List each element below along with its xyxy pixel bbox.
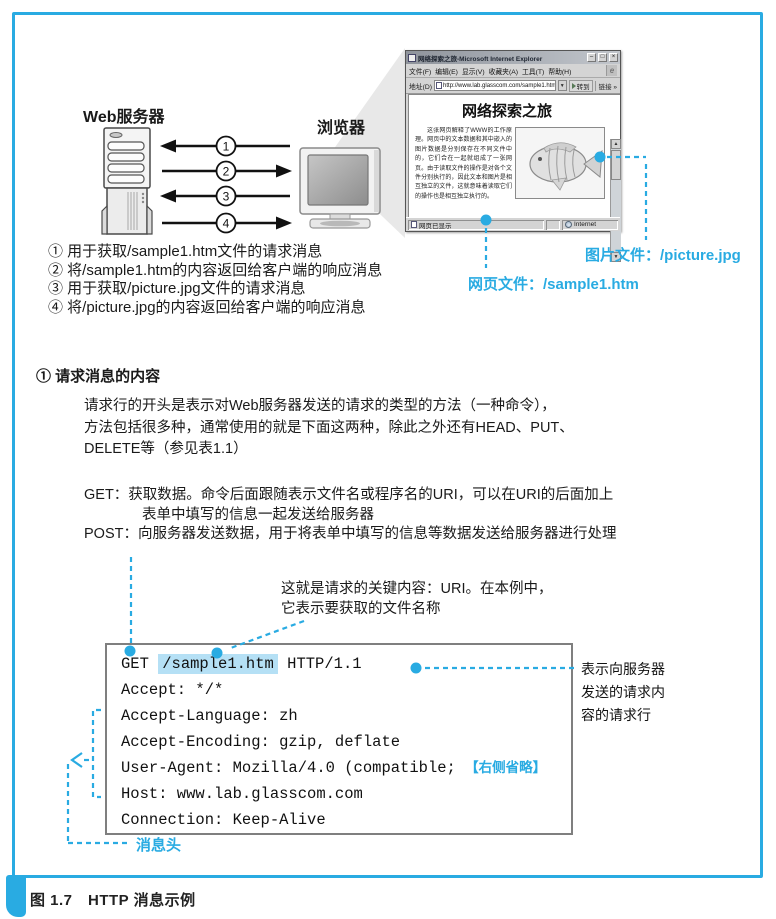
http-request-box: GET /sample1.htm HTTP/1.1 Accept: */* Ac… bbox=[105, 643, 573, 835]
go-button-label: 转到 bbox=[576, 83, 590, 91]
scrollbar-thumb[interactable] bbox=[611, 150, 621, 180]
status-zone-text: Internet bbox=[574, 221, 597, 228]
browser-monitor-icon bbox=[299, 147, 381, 229]
svg-text:4: 4 bbox=[223, 217, 230, 231]
menu-item-view[interactable]: 显示(V) bbox=[461, 68, 485, 76]
section-heading: ① 请求消息的内容 bbox=[36, 368, 161, 385]
get-post-definitions: GET：获取数据。命令后面跟随表示文件名或程序名的URI，可以在URI的后面加上… bbox=[84, 486, 616, 545]
fish-image bbox=[515, 127, 605, 199]
figure-frame bbox=[12, 12, 763, 878]
paragraph-line: 方法包括很多种，通常使用的就是下面这两种，除此之外还有HEAD、PUT、 bbox=[84, 419, 574, 436]
request-line-note-line: 容的请求行 bbox=[581, 707, 651, 723]
omitted-right-note: 【右侧省略】 bbox=[465, 760, 547, 775]
uri-note-line: 它表示要获取的文件名称 bbox=[281, 601, 441, 617]
status-spacer bbox=[546, 220, 560, 230]
arrow-3: 3 bbox=[160, 185, 290, 207]
uri-note-line: 这就是请求的关键内容：URI。在本例中， bbox=[281, 581, 553, 597]
globe-icon bbox=[565, 221, 572, 228]
menu-item-edit[interactable]: 编辑(E) bbox=[435, 68, 458, 76]
message-header-label: 消息头 bbox=[136, 837, 182, 854]
status-left-cell: 网页已显示 bbox=[408, 220, 544, 230]
page-icon bbox=[436, 82, 443, 89]
menu-item-help[interactable]: 帮助(H) bbox=[548, 68, 572, 76]
close-button[interactable]: × bbox=[609, 53, 618, 62]
http-version: HTTP/1.1 bbox=[277, 655, 362, 673]
web-server-icon bbox=[101, 127, 153, 235]
svg-text:2: 2 bbox=[223, 165, 230, 179]
paragraph-line: 请求行的开头是表示对Web服务器发送的请求的类型的方法（一种命令）， bbox=[84, 398, 556, 414]
section-paragraph: 请求行的开头是表示对Web服务器发送的请求的类型的方法（一种命令）， 方法包括很… bbox=[84, 396, 574, 461]
arrow-1: 1 bbox=[160, 135, 290, 157]
address-input[interactable]: http://www.lab.glasscom.com/sample1.htm bbox=[434, 80, 556, 91]
request-line-note-line: 发送的请求内 bbox=[581, 684, 665, 700]
get-definition-line: 表单中填写的信息一起发送给服务器 bbox=[142, 506, 374, 523]
maximize-button[interactable]: □ bbox=[598, 53, 607, 62]
step-1: ① 用于获取/sample1.htm文件的请求消息 bbox=[48, 243, 323, 260]
status-zone-cell: Internet bbox=[562, 220, 618, 230]
paragraph-line: DELETE等（参见表1.1） bbox=[84, 441, 248, 457]
header-line: Accept: */* bbox=[121, 681, 224, 699]
links-toolbar[interactable]: 链接 » bbox=[594, 80, 617, 91]
request-uri: /sample1.htm bbox=[158, 654, 278, 674]
svg-text:1: 1 bbox=[223, 140, 230, 154]
arrow-diagram: 1 2 3 4 bbox=[160, 48, 405, 238]
arrow-2: 2 bbox=[162, 160, 292, 182]
ie-menu-bar: 文件(F) 编辑(E) 显示(V) 收藏夹(A) 工具(T) 帮助(H) e bbox=[406, 64, 620, 78]
scroll-up-icon[interactable]: ▲ bbox=[611, 139, 621, 149]
status-page-icon bbox=[411, 221, 417, 228]
step-2: ② 将/sample1.htm的内容返回给客户端的响应消息 bbox=[48, 261, 383, 279]
figure-caption: 图 1.7 HTTP 消息示例 bbox=[30, 892, 196, 909]
http-method: GET bbox=[121, 655, 159, 673]
projection-beam bbox=[326, 48, 405, 238]
ie-page-content: 网络探索之旅 这张网页解释了WWW的工作原理。网页中的文本数据和其中嵌入的图片数… bbox=[408, 94, 621, 262]
step-list: ① 用于获取/sample1.htm文件的请求消息 ② 将/sample1.ht… bbox=[48, 243, 382, 317]
uri-note: 这就是请求的关键内容：URI。在本例中， 它表示要获取的文件名称 bbox=[281, 579, 552, 619]
header-line: Connection: Keep-Alive bbox=[121, 811, 326, 829]
menu-item-tools[interactable]: 工具(T) bbox=[522, 68, 545, 76]
arrow-4: 4 bbox=[162, 212, 292, 234]
request-line-note-line: 表示向服务器 bbox=[581, 661, 665, 677]
go-arrow-icon bbox=[571, 82, 576, 89]
webpage-heading: 网络探索之旅 bbox=[461, 103, 552, 120]
page-file-label: 网页文件：/sample1.htm bbox=[468, 276, 639, 293]
post-definition-line: POST：向服务器发送数据，用于将表单中填写的信息等数据发送给服务器进行处理 bbox=[84, 526, 617, 542]
step-3: ③ 用于获取/picture.jpg文件的请求消息 bbox=[48, 280, 306, 297]
caption-tab bbox=[6, 875, 26, 917]
header-line: User-Agent: Mozilla/4.0 (compatible; 【右侧… bbox=[121, 759, 547, 777]
header-line: Host: www.lab.glasscom.com bbox=[121, 785, 363, 803]
ie-window-title: 网络探索之旅-Microsoft Internet Explorer bbox=[418, 55, 543, 63]
picture-file-label: 图片文件：/picture.jpg bbox=[585, 247, 741, 264]
browser-label: 浏览器 bbox=[317, 120, 366, 137]
ie-window: 网络探索之旅-Microsoft Internet Explorer – □ ×… bbox=[405, 50, 621, 262]
menu-item-file[interactable]: 文件(F) bbox=[409, 68, 432, 76]
request-line-note: 表示向服务器 发送的请求内 容的请求行 bbox=[581, 658, 665, 727]
ie-logo-icon: e bbox=[606, 65, 617, 76]
svg-text:3: 3 bbox=[223, 190, 230, 204]
header-line: Accept-Encoding: gzip, deflate bbox=[121, 733, 401, 751]
status-text: 网页已显示 bbox=[419, 222, 452, 230]
server-label: Web服务器 bbox=[83, 109, 165, 126]
address-url: http://www.lab.glasscom.com/sample1.htm bbox=[443, 82, 556, 89]
get-definition-line: GET：获取数据。命令后面跟随表示文件名或程序名的URI，可以在URI的后面加上 bbox=[84, 487, 614, 503]
request-line: GET /sample1.htm HTTP/1.1 bbox=[121, 651, 571, 677]
ie-address-bar: 地址(D) http://www.lab.glasscom.com/sample… bbox=[406, 78, 620, 94]
menu-item-favorites[interactable]: 收藏夹(A) bbox=[488, 68, 519, 76]
webpage-paragraph: 这张网页解释了WWW的工作原理。网页中的文本数据和其中嵌入的图片数据是分别保存在… bbox=[415, 128, 512, 200]
step-4: ④ 将/picture.jpg的内容返回给客户端的响应消息 bbox=[48, 298, 366, 316]
go-button[interactable]: 转到 bbox=[568, 79, 593, 92]
address-dropdown-button[interactable]: ▼ bbox=[557, 80, 567, 91]
ie-title-bar[interactable]: 网络探索之旅-Microsoft Internet Explorer – □ × bbox=[406, 51, 620, 64]
header-line: Accept-Language: zh bbox=[121, 707, 298, 725]
scroll-down-icon[interactable]: ▼ bbox=[611, 252, 621, 262]
ie-document-icon bbox=[408, 53, 416, 62]
minimize-button[interactable]: – bbox=[587, 53, 596, 62]
address-label: 地址(D) bbox=[409, 83, 433, 91]
ie-status-bar: 网页已显示 Internet bbox=[406, 217, 620, 231]
